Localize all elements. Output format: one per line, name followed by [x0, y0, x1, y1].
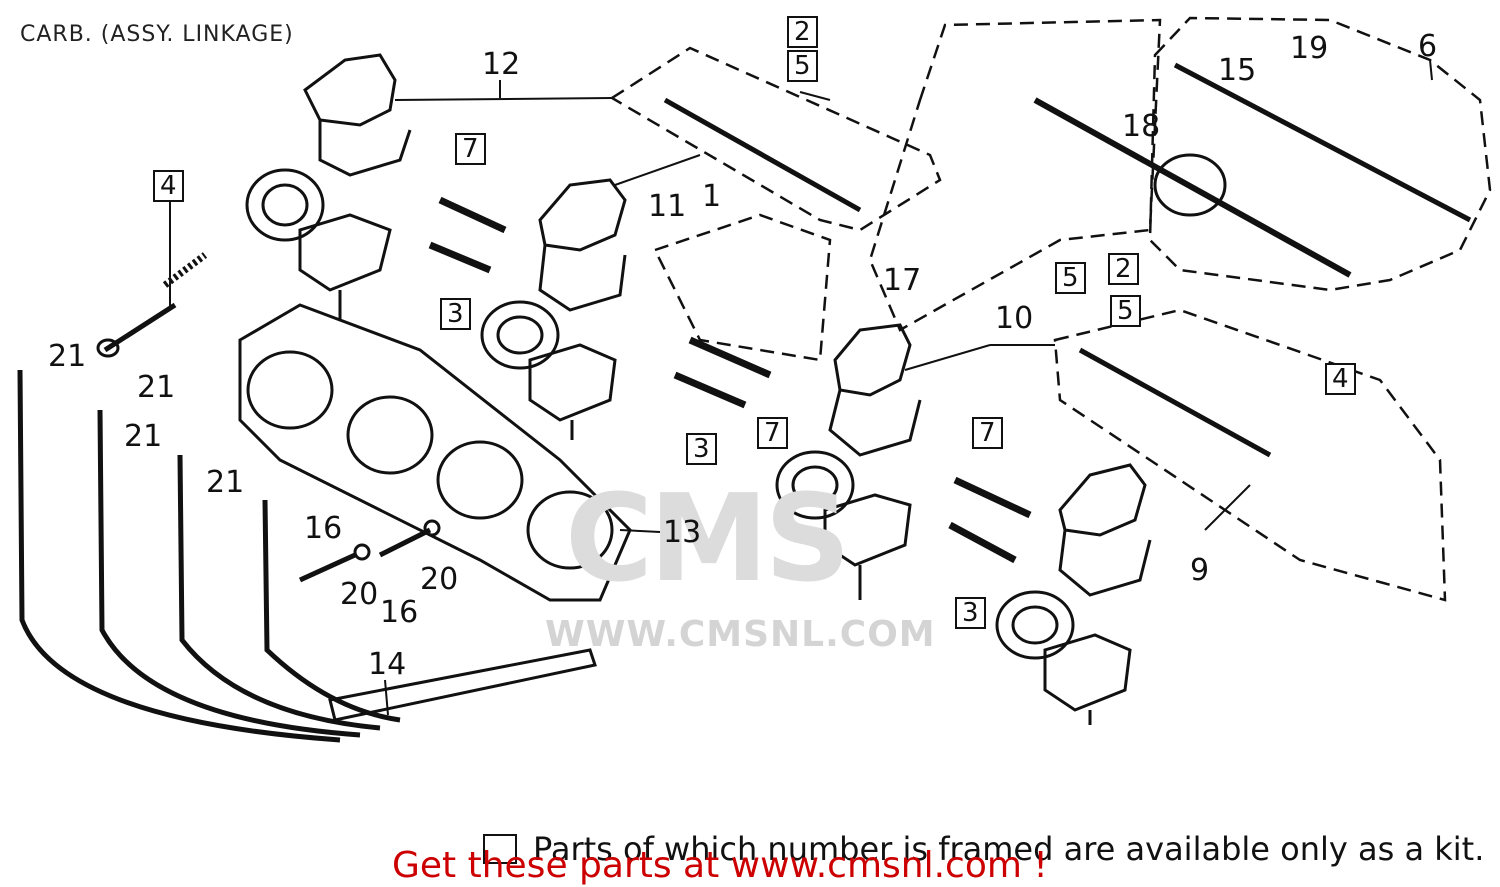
- callout-21-a: 21: [48, 339, 87, 374]
- kit-callout-3: 3: [955, 597, 986, 629]
- linkage-group-outline-top: [609, 46, 942, 232]
- throttle-drum: [1153, 153, 1227, 217]
- watermark-url: WWW.CMSNL.COM: [545, 614, 936, 655]
- carburetor-4: [995, 463, 1152, 725]
- callout-21-b: 21: [137, 370, 176, 405]
- callout-17: 17: [883, 263, 922, 298]
- callout-14: 14: [368, 647, 407, 682]
- kit-callout-3: 3: [440, 298, 471, 330]
- callout-16-b: 16: [380, 595, 419, 630]
- sync-spring-3: [688, 336, 772, 379]
- throttle-shaft-group-outline: [868, 18, 1162, 332]
- callout-9: 9: [1190, 553, 1210, 588]
- callout-21-c: 21: [124, 419, 163, 454]
- callout-19: 19: [1290, 31, 1329, 66]
- linkage-group-outline-left: [653, 213, 832, 362]
- choke-shaft-group-outline: [1148, 16, 1492, 292]
- hose-holder-14: [328, 648, 597, 722]
- kit-callout-4: 4: [153, 170, 184, 202]
- cta-link[interactable]: Get these parts at www.cmsnl.com !: [392, 845, 1048, 886]
- callout-10: 10: [995, 301, 1034, 336]
- washer-20-b: [423, 519, 441, 537]
- carburetor-1: [245, 53, 412, 320]
- callout-6: 6: [1418, 29, 1438, 64]
- callout-20-a: 20: [340, 577, 379, 612]
- framed-number-legend-box: [483, 834, 517, 864]
- carburetor-2: [480, 178, 627, 440]
- linkage-group-outline-right: [1053, 308, 1447, 602]
- callout-12: 12: [482, 47, 521, 82]
- kit-callout-7: 7: [757, 417, 788, 449]
- bolt-16-a: [298, 552, 357, 583]
- linkage-rod-right: [1078, 347, 1272, 458]
- kit-callout-7: 7: [972, 417, 1003, 449]
- bolt-16-b: [378, 527, 432, 558]
- kit-footnote: Parts of which number is framed are avai…: [533, 830, 1485, 868]
- kit-callout-2: 2: [787, 16, 818, 48]
- kit-callout-4: 4: [1325, 363, 1356, 395]
- intake-manifold-holder: [238, 303, 632, 602]
- callout-13: 13: [663, 515, 702, 550]
- callout-15: 15: [1218, 53, 1257, 88]
- washer-20-a: [353, 543, 371, 561]
- kit-callout-5: 5: [1055, 262, 1086, 294]
- carburetor-3: [775, 323, 922, 600]
- watermark-logo: CMS: [565, 470, 851, 609]
- sync-spring-1: [438, 196, 507, 234]
- sync-spring-5: [953, 476, 1032, 519]
- callout-20-b: 20: [420, 562, 459, 597]
- linkage-rod-top: [663, 97, 862, 213]
- callout-18: 18: [1122, 109, 1161, 144]
- kit-callout-5: 5: [787, 50, 818, 82]
- sync-spring-2: [428, 241, 492, 274]
- spring: [162, 252, 208, 288]
- kit-callout-5: 5: [1110, 295, 1141, 327]
- kit-callout-2: 2: [1108, 253, 1139, 285]
- kit-callout-3: 3: [686, 433, 717, 465]
- page-title: CARB. (ASSY. LINKAGE): [20, 22, 294, 47]
- vent-hoses: [17, 369, 401, 743]
- kit-callout-7: 7: [455, 133, 486, 165]
- callout-1: 1: [702, 179, 722, 214]
- callout-11: 11: [648, 189, 687, 224]
- callout-21-d: 21: [206, 465, 245, 500]
- sync-spring-6: [948, 521, 1017, 564]
- throttle-shaft: [1033, 97, 1352, 278]
- sync-spring-4: [673, 371, 747, 409]
- choke-shaft: [1173, 62, 1472, 223]
- callout-16-a: 16: [304, 511, 343, 546]
